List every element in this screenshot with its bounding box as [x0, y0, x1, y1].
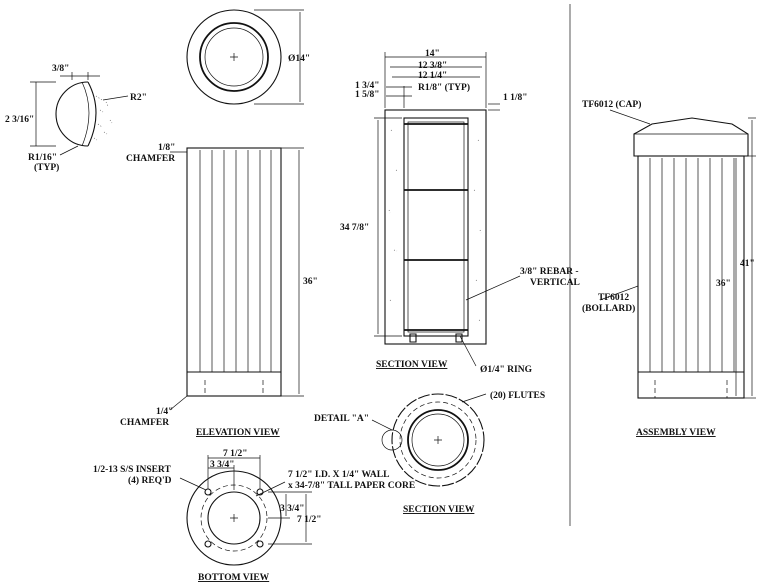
section-width-14-label: 14"	[425, 49, 440, 59]
bottom-3-3-4-right-label: 3 3/4"	[280, 504, 305, 514]
assembly-view: TF6012 (CAP) 41" 36" TF6012 (BOLLARD) AS…	[582, 99, 756, 438]
detail-r2-label: R2"	[130, 93, 147, 103]
top-diameter-label: Ø14"	[288, 54, 310, 64]
detail-typ-label: (TYP)	[34, 162, 59, 173]
assembly-bollard-label-b: (BOLLARD)	[582, 303, 635, 314]
elevation-chamfer-top-text: CHAMFER	[126, 154, 175, 164]
section-ring-label: Ø1/4" RING	[480, 365, 533, 375]
assembly-bollard-label-a: TF6012	[598, 293, 629, 303]
elevation-chamfer-bottom-text: CHAMFER	[120, 418, 169, 428]
assembly-41-label: 41"	[740, 259, 755, 269]
top-view: Ø14"	[186, 9, 310, 105]
elevation-height-label: 36"	[303, 277, 318, 287]
assembly-36-label: 36"	[716, 279, 731, 289]
section-radius-label: R1/8" (TYP)	[418, 82, 470, 93]
section-view-upper-title: SECTION VIEW	[376, 360, 448, 370]
assembly-cap-label: TF6012 (CAP)	[582, 99, 641, 110]
bottom-view-title: BOTTOM VIEW	[198, 573, 270, 583]
section-width-12-3-8-label: 12 3/8"	[418, 61, 447, 71]
section-view-upper: 14" 12 3/8" 12 1/4" 1 3/4" 1 5/8" R1/8" …	[340, 49, 580, 375]
section-view-lower: (20) FLUTES DETAIL "A" SECTION VIEW	[314, 390, 545, 515]
bottom-view: 7 1/2" 3 3/4" 1/2-13 S/S INSERT (4) REQ'…	[93, 449, 415, 583]
section-1-1-8-label: 1 1/8"	[503, 93, 528, 103]
section-rebar-label-b: VERTICAL	[530, 278, 580, 288]
section-width-12-1-4-label: 12 1/4"	[418, 71, 447, 81]
flutes-label: (20) FLUTES	[490, 390, 545, 401]
elevation-chamfer-top-size: 1/8"	[158, 143, 175, 153]
section-1-5-8-label: 1 5/8"	[355, 90, 380, 100]
detail-a-callout-label: DETAIL "A"	[314, 414, 369, 424]
bottom-3-3-4-top-label: 3 3/4"	[210, 460, 235, 470]
section-height-label: 34 7/8"	[340, 223, 369, 233]
bottom-core-label-b: x 34-7/8" TALL PAPER CORE	[288, 481, 415, 491]
elevation-view-title: ELEVATION VIEW	[196, 428, 280, 438]
detail-r1-16-label: R1/16"	[28, 153, 57, 163]
bottom-insert-label-a: 1/2-13 S/S INSERT	[93, 465, 171, 475]
bottom-7-1-2-right-label: 7 1/2"	[297, 515, 322, 525]
assembly-view-title: ASSEMBLY VIEW	[636, 428, 716, 438]
bottom-7-1-2-top-label: 7 1/2"	[223, 449, 248, 459]
bottom-insert-label-b: (4) REQ'D	[128, 475, 172, 486]
bottom-core-label-a: 7 1/2" I.D. X 1/4" WALL	[288, 470, 389, 480]
section-1-3-4-label: 1 3/4"	[355, 81, 380, 91]
elevation-view: 1/8" CHAMFER 36" 1/4" CHAMFER ELEVATION …	[120, 143, 318, 438]
detail-a-view: 3/8" R2" 2 3/16" R1/16" (TYP)	[5, 64, 147, 173]
detail-height-label: 2 3/16"	[5, 115, 34, 125]
detail-3-8-label: 3/8"	[52, 64, 69, 74]
section-rebar-label-a: 3/8" REBAR -	[520, 267, 579, 277]
elevation-chamfer-bottom-size: 1/4"	[156, 407, 173, 417]
section-view-lower-title: SECTION VIEW	[403, 505, 475, 515]
